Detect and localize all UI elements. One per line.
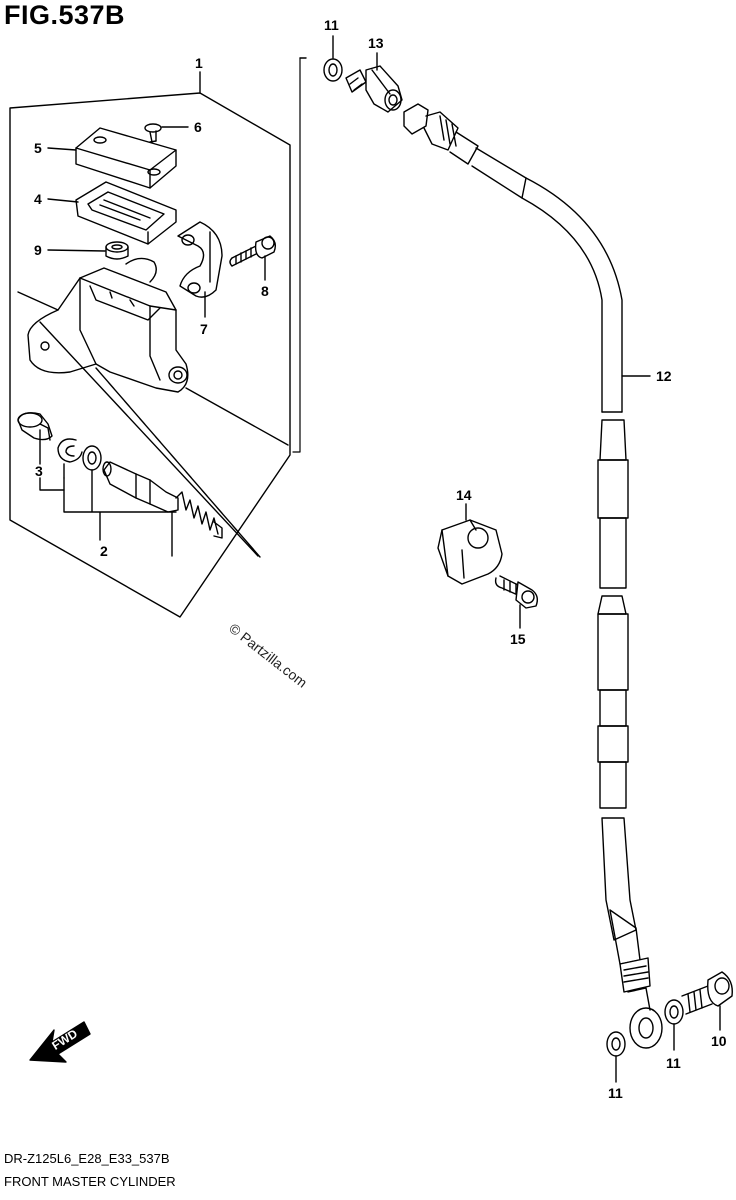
callout-4: 4: [34, 191, 42, 207]
washer-lower-right: [664, 999, 684, 1025]
callout-11-right: 11: [666, 1055, 681, 1071]
union-bolt-13: [345, 65, 403, 113]
callout-8: 8: [261, 283, 269, 299]
callout-3: 3: [35, 463, 43, 479]
reservoir-cap: [75, 127, 177, 189]
cap-screw: [144, 123, 162, 143]
leader-body-a: [185, 387, 289, 446]
leader-9: [47, 249, 106, 252]
callout-11-top: 11: [324, 17, 339, 33]
brake-hose: [471, 147, 641, 965]
washer-lower-left: [606, 1031, 626, 1057]
figure-name: FRONT MASTER CYLINDER: [4, 1174, 176, 1189]
group-bracket: [292, 57, 301, 453]
piston-spring: [102, 461, 223, 539]
hose-clamp-14: [437, 519, 503, 585]
union-bolt-10: [681, 971, 733, 1015]
callout-14: 14: [456, 487, 472, 503]
leader-4: [47, 198, 79, 203]
hose-lower-fitting: [619, 957, 663, 1049]
callout-11-left: 11: [608, 1085, 623, 1101]
clamp-bolt-15: [494, 575, 539, 609]
diaphragm: [75, 181, 177, 245]
piston-cup: [17, 412, 53, 441]
callout-2: 2: [100, 543, 108, 559]
figure-code: DR-Z125L6_E28_E33_537B: [4, 1151, 170, 1166]
callout-5: 5: [34, 140, 42, 156]
fwd-arrow-icon: [29, 1021, 91, 1063]
callout-7: 7: [200, 321, 208, 337]
callout-15: 15: [510, 631, 526, 647]
hose-upper-fitting: [403, 103, 479, 165]
callout-9: 9: [34, 242, 42, 258]
callout-6: 6: [194, 119, 202, 135]
circlip: [57, 438, 83, 463]
callout-13: 13: [368, 35, 384, 51]
callout-12: 12: [656, 368, 672, 384]
callout-10: 10: [711, 1033, 727, 1049]
callout-1: 1: [195, 55, 203, 71]
washer-top: [323, 58, 343, 82]
leader-5: [47, 147, 77, 151]
bracket-3: [39, 477, 65, 491]
figure-title: FIG.537B: [4, 0, 126, 30]
leader-body-c: [39, 321, 259, 557]
boot: [105, 241, 129, 260]
leader-body-b: [95, 367, 261, 558]
bracket-2: [63, 469, 177, 557]
clamp-bolt: [229, 235, 277, 267]
master-cylinder-body: [17, 257, 189, 393]
handlebar-clamp: [177, 221, 223, 298]
washer-seal: [82, 445, 102, 471]
